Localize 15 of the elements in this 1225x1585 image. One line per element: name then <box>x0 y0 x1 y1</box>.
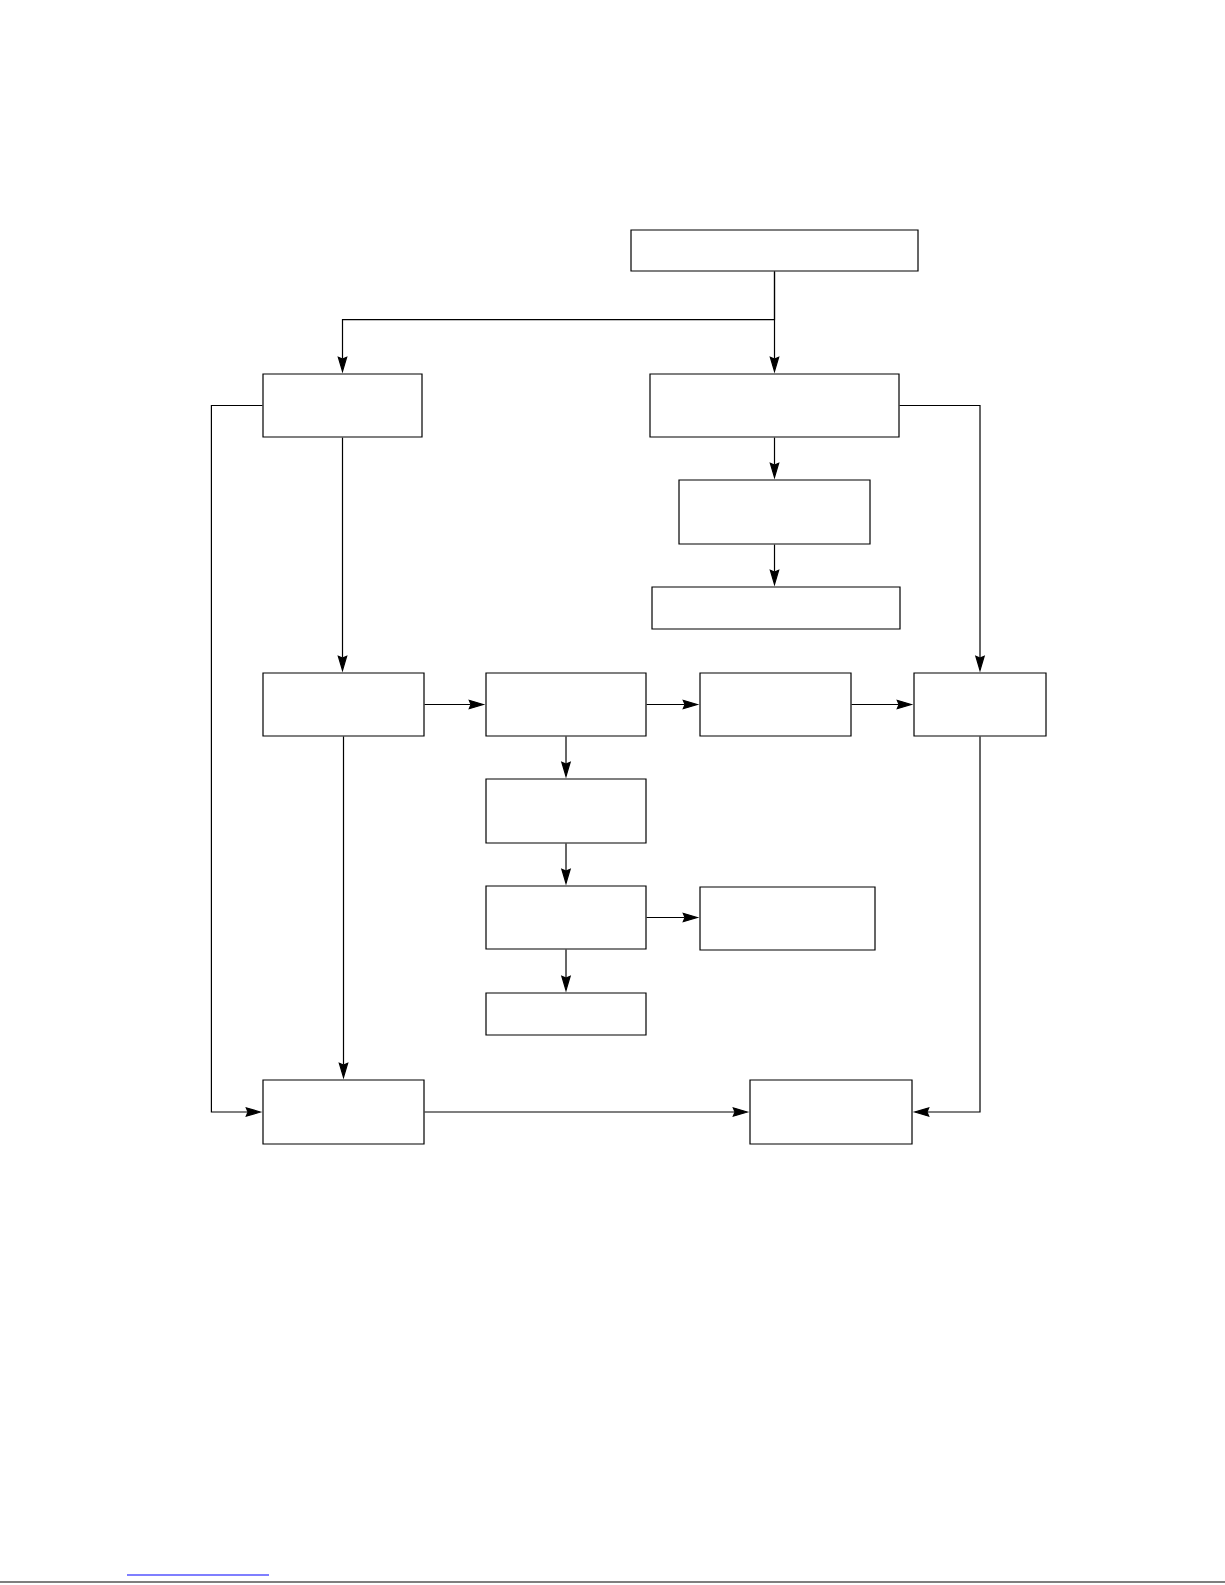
process-box <box>678 479 871 545</box>
process-box <box>262 1079 425 1145</box>
process-box <box>485 778 647 844</box>
process-box <box>749 1079 913 1145</box>
process-box <box>913 672 1047 737</box>
process-box <box>630 229 919 272</box>
process-box <box>699 672 852 737</box>
process-box <box>485 992 647 1036</box>
process-box <box>262 672 425 737</box>
process-box <box>262 373 423 438</box>
process-box <box>649 373 900 438</box>
process-box <box>485 672 647 737</box>
process-box <box>651 586 901 630</box>
process-box <box>699 886 876 951</box>
process-box <box>485 885 647 950</box>
